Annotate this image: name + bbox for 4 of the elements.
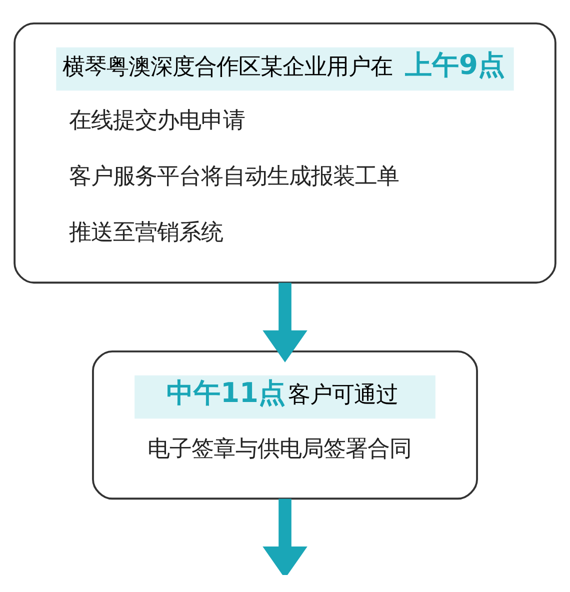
arrow: [262, 282, 308, 362]
arrow: [262, 498, 308, 575]
node-box: 中午11点客户可通过 电子签章与供电局签署合同: [92, 350, 478, 500]
node-box: 横琴粤澳深度合作区某企业用户在上午9点 在线提交办电申请 客户服务平台将自动生成报装工单 推送至营销系统: [14, 22, 556, 284]
